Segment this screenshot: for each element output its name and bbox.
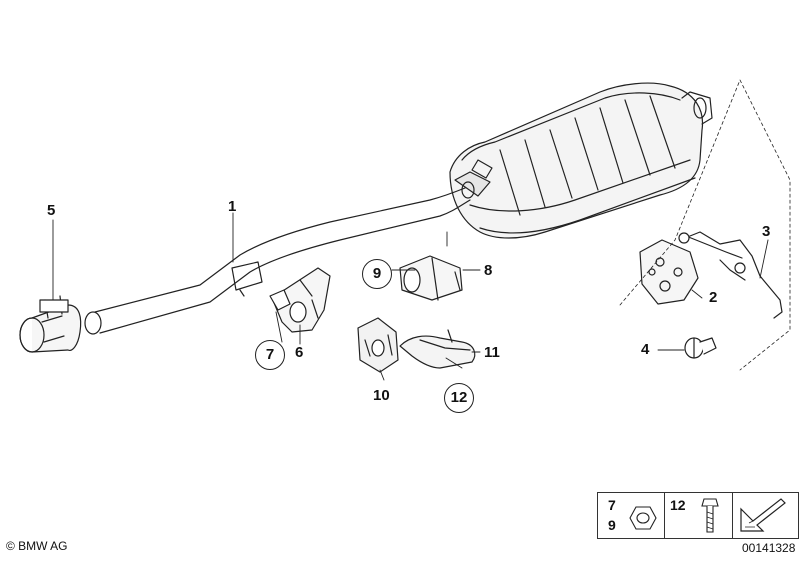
rubber-mount [357,317,399,373]
pipe-clamp [19,295,82,353]
legend-label-12: 12 [670,497,686,513]
callout-9: 9 [362,259,392,289]
parts-legend: 7 9 12 [597,492,799,539]
flange-gasket [639,239,699,305]
hanger-bracket [269,267,331,333]
rear-muffler [449,82,713,239]
bracket-pipe [678,231,783,319]
legend-cell-arrow [732,492,799,539]
callout-12: 12 [444,383,474,413]
callout-4: 4 [641,341,650,358]
tail-bracket [399,329,476,369]
legend-label-7: 7 [608,497,616,513]
legend-label-9: 9 [608,517,616,533]
bolt-icon [701,498,719,533]
legend-cell-bolt: 12 [664,492,733,539]
callout-11: 11 [484,344,500,361]
callout-5: 5 [47,202,56,219]
connecting-sleeve [399,255,463,301]
hex-bolt [684,337,717,359]
callout-1: 1 [228,198,237,215]
direction-arrow-icon [740,498,786,532]
callout-7: 7 [255,340,285,370]
leader-lines [52,212,769,381]
front-pipe [84,187,471,335]
reference-lines [619,79,791,371]
muffler-bracket [471,159,493,179]
legend-cell-nut: 7 9 [597,492,665,539]
callout-6: 6 [295,344,304,361]
callout-8: 8 [484,262,493,279]
callout-3: 3 [762,223,771,240]
hex-nut-icon [629,506,657,530]
callout-10: 10 [373,387,390,404]
copyright-text: © BMW AG [6,539,68,553]
callout-2: 2 [709,289,718,306]
diagram-id: 00141328 [742,541,796,555]
